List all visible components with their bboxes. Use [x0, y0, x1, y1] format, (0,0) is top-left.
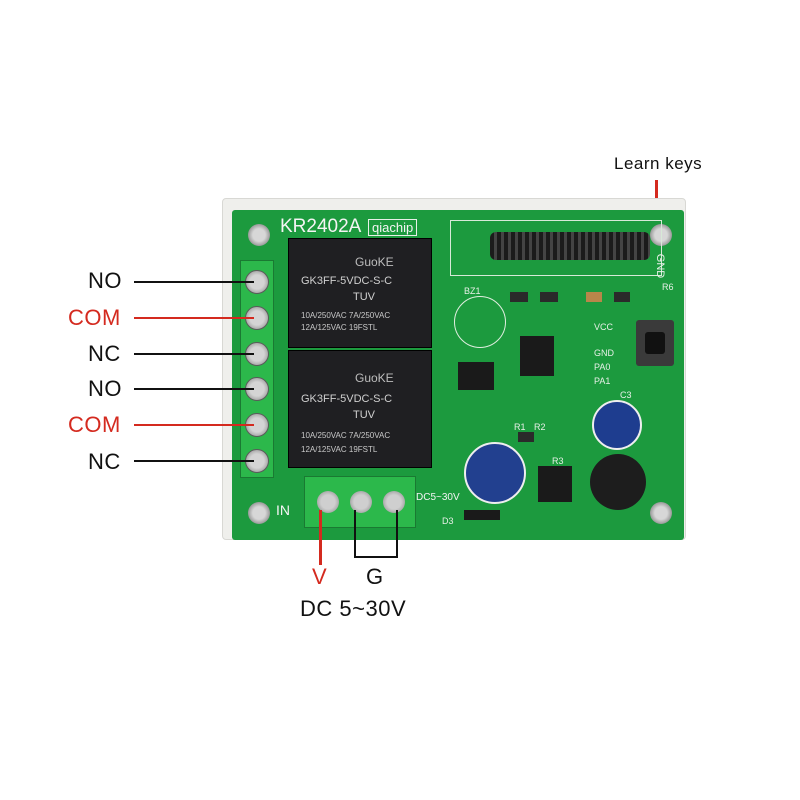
pa0-label: PA0 [594, 362, 611, 372]
power-terminal [304, 476, 416, 528]
terminal-label-nc-2: NC [88, 449, 121, 474]
capacitor [592, 400, 642, 450]
terminal-screw [383, 491, 405, 513]
r3-label: R3 [552, 456, 564, 466]
in-label: IN [276, 502, 290, 518]
relay-terminal-block [240, 260, 274, 478]
smd-part [540, 292, 558, 302]
ic-chip [458, 362, 494, 390]
relay-brand: GuoKE [355, 255, 394, 269]
relay-rating: 12A/125VAC 19FSTL [301, 323, 378, 332]
power-v-line [319, 510, 322, 565]
power-range-label: DC 5~30V [300, 596, 407, 621]
relay-model: GK3FF-5VDC-S-C [301, 393, 393, 405]
capacitor [464, 442, 526, 504]
learn-button[interactable] [636, 320, 674, 366]
buzzer-outline [454, 296, 506, 348]
relay-rating: 10A/250VAC 7A/250VAC [301, 311, 391, 320]
power-g-bracket [354, 510, 398, 558]
smd-part [614, 292, 630, 302]
pointer-line [134, 388, 254, 390]
power-g-label: G [366, 564, 384, 589]
r1-label: R1 [514, 422, 526, 432]
pa1-label: PA1 [594, 376, 611, 386]
bz1-label: BZ1 [464, 286, 481, 296]
learn-button-cap [645, 332, 665, 354]
d3-label: D3 [442, 516, 454, 526]
ic-chip [538, 466, 572, 502]
terminal-label-com-2: COM [68, 412, 121, 437]
terminal-label-no-1: NO [88, 268, 122, 293]
relay-rating: 12A/125VAC 19FSTL [301, 445, 378, 454]
terminal-label-nc-1: NC [88, 341, 121, 366]
relay-1: GuoKE GK3FF-5VDC-S-C TUV 10A/250VAC 7A/2… [288, 238, 432, 348]
pointer-line [134, 317, 254, 319]
smd-part [586, 292, 602, 302]
smd-part [518, 432, 534, 442]
board-brand: qiachip [368, 219, 418, 236]
board-model: KR2402A [280, 216, 362, 237]
pointer-line [134, 460, 254, 462]
relay-model: GK3FF-5VDC-S-C [301, 275, 393, 287]
rf-module [450, 220, 662, 276]
terminal-screw [317, 491, 339, 513]
gnd-label: GND [654, 253, 667, 279]
ic-chip [520, 336, 554, 376]
r6-label: R6 [662, 282, 674, 292]
smd-part [510, 292, 528, 302]
inductor [590, 454, 646, 510]
power-v-label: V [312, 564, 328, 589]
terminal-label-no-2: NO [88, 376, 122, 401]
c3-label: C3 [620, 390, 632, 400]
relay-2: GuoKE GK3FF-5VDC-S-C TUV 10A/250VAC 7A/2… [288, 350, 432, 468]
dc-label: DC5~30V [416, 492, 460, 503]
pointer-line [134, 281, 254, 283]
screw-icon [248, 502, 270, 524]
pointer-line [134, 424, 254, 426]
gnd-label: GND [594, 348, 614, 358]
vcc-label: VCC [594, 322, 614, 332]
relay-rating: 10A/250VAC 7A/250VAC [301, 431, 391, 440]
r2-label: R2 [534, 422, 546, 432]
screw-icon [650, 502, 672, 524]
relay-mark: TUV [353, 409, 375, 421]
pointer-line [134, 353, 254, 355]
learn-keys-label: Learn keys [614, 154, 703, 173]
diode [464, 510, 500, 520]
antenna-coil [490, 232, 650, 260]
relay-brand: GuoKE [355, 371, 394, 385]
terminal-screw [350, 491, 372, 513]
pcb: KR2402A qiachip GND GuoKE GK3FF-5VDC-S-C… [232, 210, 684, 540]
screw-icon [248, 224, 270, 246]
terminal-label-com-1: COM [68, 305, 121, 330]
relay-mark: TUV [353, 291, 375, 303]
